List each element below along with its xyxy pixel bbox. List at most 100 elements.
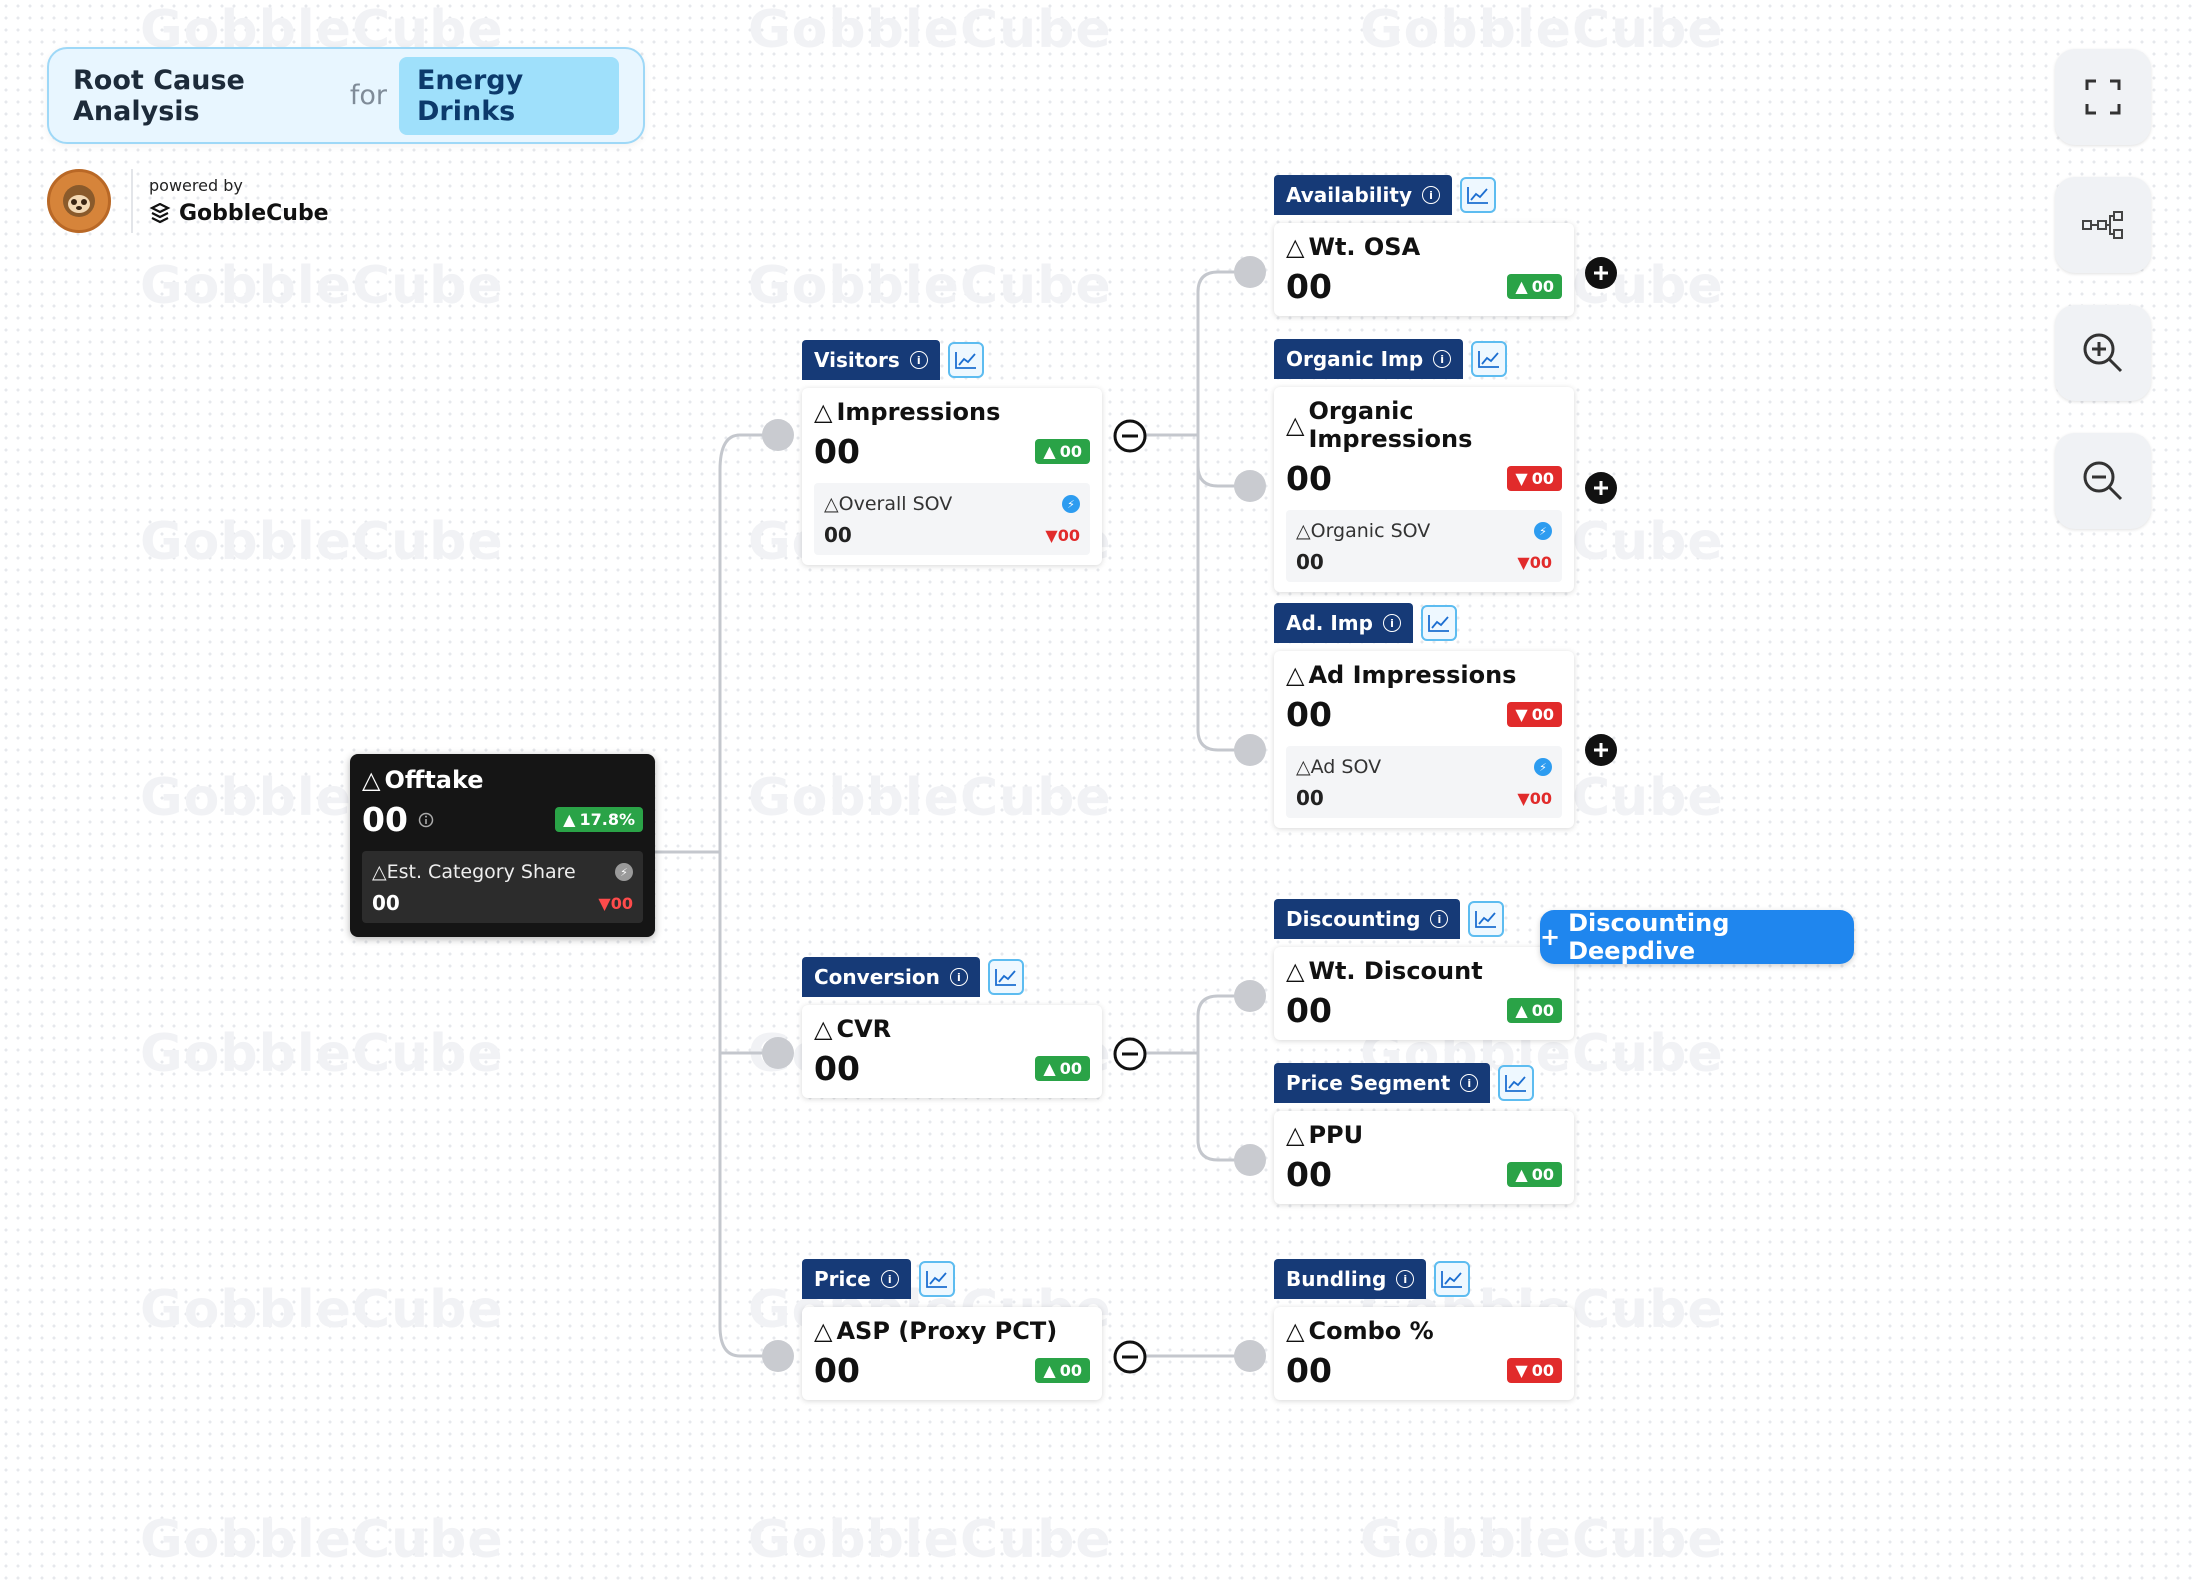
change-badge: ▲ 17.8% bbox=[555, 807, 643, 832]
arrow-down-icon: ▼ bbox=[1045, 525, 1058, 545]
category-chip[interactable]: Energy Drinks bbox=[398, 56, 619, 135]
trend-chart-button[interactable] bbox=[947, 342, 984, 378]
impressions-node[interactable]: △Impressions 00 ▲00 △Overall SOV⚡ 00▼00 bbox=[802, 388, 1102, 565]
arrow-down-icon: ▼ bbox=[598, 893, 611, 913]
arrow-up-icon: ▲ bbox=[563, 810, 576, 829]
node-connector-dot bbox=[762, 419, 794, 451]
trend-chart-button[interactable] bbox=[1460, 177, 1496, 213]
tree-layout-button[interactable] bbox=[2055, 177, 2151, 273]
info-icon[interactable]: i bbox=[880, 1270, 899, 1288]
change-badge: ▲00 bbox=[1507, 1162, 1562, 1187]
sub-change: ▼00 bbox=[1517, 552, 1552, 572]
arrow-down-icon: ▼ bbox=[1515, 469, 1528, 488]
delta-icon: △ bbox=[372, 861, 387, 883]
node-value: 00 bbox=[814, 1049, 860, 1088]
organic-impressions-node[interactable]: △Organic Impressions 00 ▼00 △Organic SOV… bbox=[1274, 387, 1574, 592]
node-value: 00 bbox=[814, 432, 860, 471]
brand-divider bbox=[131, 169, 133, 233]
asp-node[interactable]: △ASP (Proxy PCT) 00 ▲00 bbox=[802, 1307, 1102, 1400]
sub-metric: △Overall SOV⚡ 00▼00 bbox=[814, 483, 1090, 555]
expand-wt-osa-button[interactable] bbox=[1584, 256, 1618, 290]
zoom-out-button[interactable] bbox=[2055, 433, 2151, 529]
trend-chart-button[interactable] bbox=[918, 1261, 955, 1297]
ad-impressions-node[interactable]: △Ad Impressions 00 ▼00 △Ad SOV⚡ 00▼00 bbox=[1274, 651, 1574, 828]
trend-chart-button[interactable] bbox=[987, 959, 1024, 995]
collapse-impressions-button[interactable] bbox=[1112, 418, 1148, 454]
delta-icon: △ bbox=[1286, 411, 1305, 439]
node-title: Wt. Discount bbox=[1308, 957, 1483, 985]
delta-icon: △ bbox=[814, 398, 833, 426]
tree-icon bbox=[2082, 211, 2123, 239]
info-icon[interactable]: i bbox=[1433, 350, 1452, 368]
sub-value: 00 bbox=[824, 523, 852, 547]
node-connector-dot bbox=[762, 1340, 794, 1372]
sub-value: 00 bbox=[1296, 786, 1324, 810]
trend-chart-button[interactable] bbox=[1434, 1261, 1471, 1297]
change-badge: ▼00 bbox=[1507, 466, 1562, 491]
node-title: Wt. OSA bbox=[1308, 233, 1421, 261]
zoom-out-icon bbox=[2083, 461, 2123, 501]
delta-icon: △ bbox=[1296, 520, 1311, 542]
collapse-asp-button[interactable] bbox=[1112, 1339, 1148, 1375]
info-icon[interactable]: i bbox=[949, 968, 968, 986]
fullscreen-button[interactable] bbox=[2055, 49, 2151, 145]
sub-title: Ad SOV bbox=[1310, 756, 1382, 778]
combo-node[interactable]: △Combo % 00 ▼00 bbox=[1274, 1307, 1574, 1400]
sub-value: 00 bbox=[372, 891, 400, 915]
node-title: ASP (Proxy PCT) bbox=[836, 1317, 1058, 1345]
info-icon[interactable]: i bbox=[1430, 910, 1449, 928]
info-icon[interactable]: i bbox=[1460, 1074, 1479, 1092]
sub-change: ▼00 bbox=[1045, 525, 1080, 545]
node-connector-dot bbox=[1234, 980, 1266, 1012]
discounting-deepdive-button[interactable]: + Discounting Deepdive bbox=[1540, 909, 1854, 965]
ppu-node[interactable]: △PPU 00 ▲00 bbox=[1274, 1111, 1574, 1204]
trend-chart-button[interactable] bbox=[1420, 605, 1457, 641]
deepdive-label: Discounting Deepdive bbox=[1568, 909, 1730, 965]
node-title: Organic Impressions bbox=[1308, 397, 1473, 453]
node-connector-dot bbox=[1234, 734, 1266, 766]
change-badge: ▲00 bbox=[1507, 274, 1562, 299]
cvr-node[interactable]: △CVR 00 ▲00 bbox=[802, 1005, 1102, 1098]
trend-chart-button[interactable] bbox=[1468, 901, 1505, 937]
plus-icon: + bbox=[1540, 923, 1561, 951]
node-connector-dot bbox=[762, 1037, 794, 1069]
info-icon[interactable] bbox=[418, 812, 434, 828]
wt-osa-node[interactable]: △Wt. OSA 00 ▲00 bbox=[1274, 223, 1574, 316]
title-text: Root Cause Analysis bbox=[73, 64, 245, 127]
brand-logo bbox=[47, 169, 111, 233]
trend-chart-button[interactable] bbox=[1498, 1065, 1535, 1101]
zoom-in-button[interactable] bbox=[2055, 305, 2151, 401]
lightning-icon: ⚡ bbox=[1062, 495, 1080, 513]
sub-title: Organic SOV bbox=[1310, 520, 1431, 542]
brand-name-text: GobbleCube bbox=[179, 201, 329, 226]
info-icon[interactable]: i bbox=[1396, 1270, 1415, 1288]
info-icon[interactable]: i bbox=[909, 351, 928, 369]
arrow-down-icon: ▼ bbox=[1517, 788, 1530, 808]
info-icon[interactable]: i bbox=[1382, 614, 1401, 632]
brand-name: GobbleCube bbox=[149, 201, 329, 226]
wt-discount-node[interactable]: △Wt. Discount 00 ▲00 bbox=[1274, 947, 1574, 1040]
delta-icon: △ bbox=[1286, 661, 1305, 689]
expand-organic-impressions-button[interactable] bbox=[1584, 471, 1618, 505]
line-chart-icon bbox=[1428, 615, 1449, 632]
info-icon[interactable]: i bbox=[1422, 186, 1440, 204]
delta-icon: △ bbox=[814, 1015, 833, 1043]
expand-ad-impressions-button[interactable] bbox=[1584, 733, 1618, 767]
delta-icon: △ bbox=[824, 493, 839, 515]
collapse-cvr-button[interactable] bbox=[1112, 1036, 1148, 1072]
trend-chart-button[interactable] bbox=[1471, 341, 1508, 377]
delta-icon: △ bbox=[362, 766, 381, 794]
lightning-icon: ⚡ bbox=[1534, 758, 1552, 776]
arrow-up-icon: ▲ bbox=[1043, 1361, 1056, 1380]
offtake-node[interactable]: △ Offtake 00 ▲ 17.8% △Est. Category Shar… bbox=[350, 754, 655, 937]
